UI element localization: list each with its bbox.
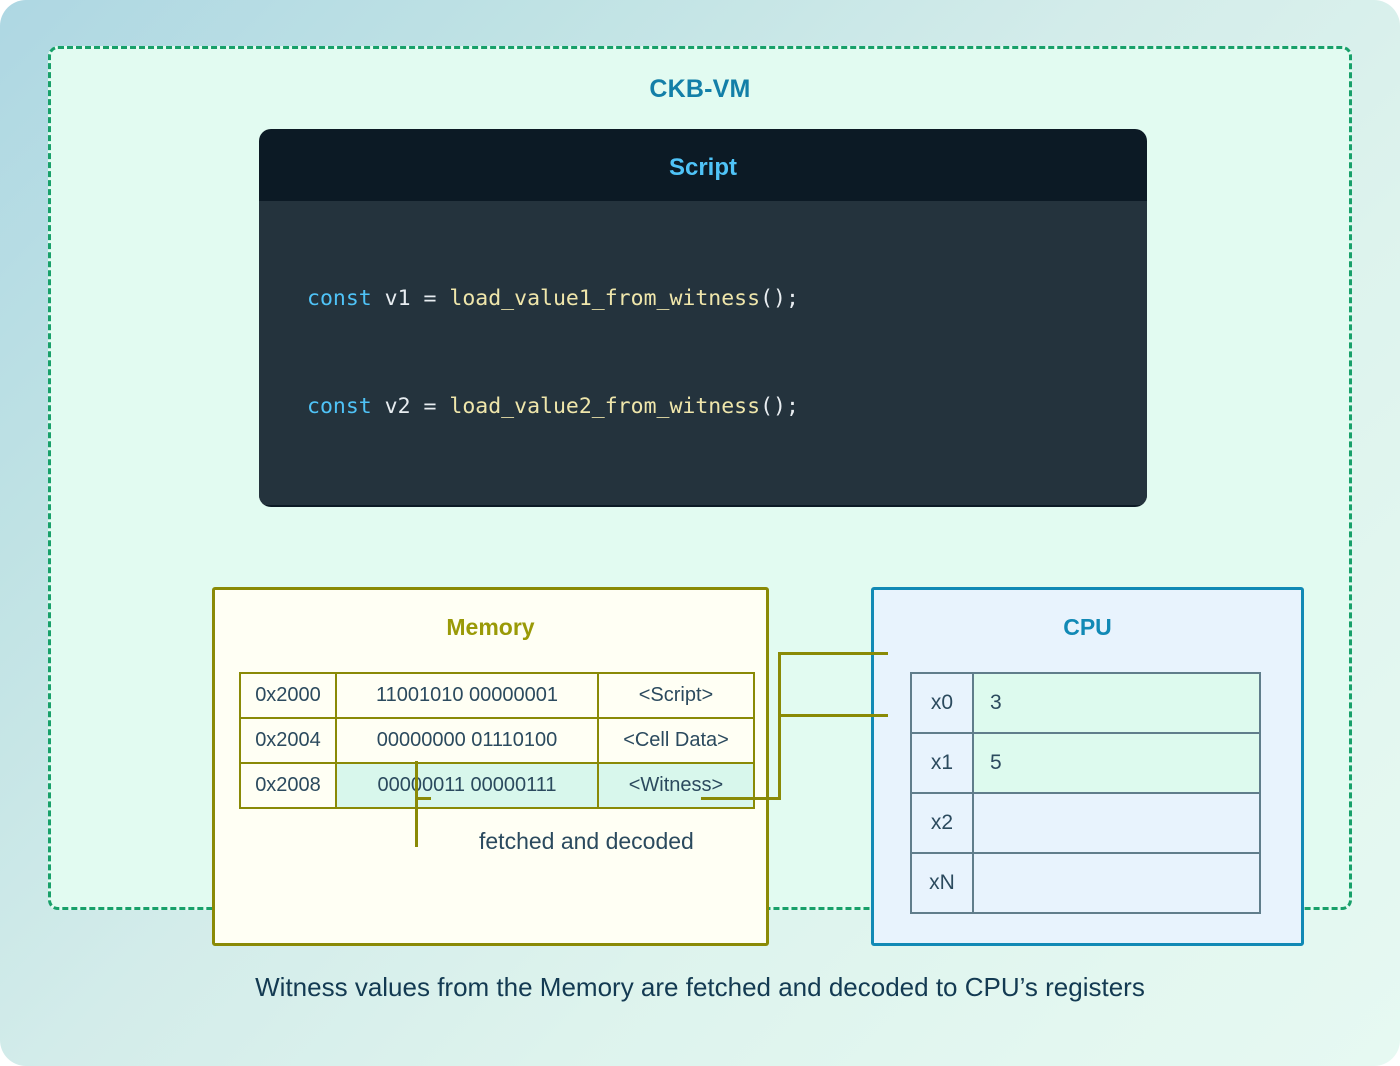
keyword-const-1: const <box>307 286 385 311</box>
memory-panel: Memory 0x2000 11001010 00000001 <Script>… <box>212 587 769 946</box>
keyword-const-2: const <box>307 394 385 419</box>
script-panel: Script const v1 = load_value1_from_witne… <box>259 129 1147 507</box>
memory-bits: 00000011 00000111 <box>335 762 599 809</box>
code-line-const-v2: const v2 = load_value2_from_witness(); <box>307 389 1147 425</box>
code-highlighted-lines: const v1 = load_value1_from_witness(); c… <box>259 201 1147 505</box>
memory-tag: <Script> <box>597 672 755 719</box>
table-row: x0 3 <box>910 672 1261 734</box>
connector-riser <box>778 652 781 800</box>
register-name: x2 <box>910 792 974 854</box>
table-row: xN <box>910 852 1261 914</box>
register-value <box>972 852 1261 914</box>
table-row: x1 5 <box>910 732 1261 794</box>
call-load-value2: load_value2_from_witness <box>449 394 761 419</box>
register-name: xN <box>910 852 974 914</box>
table-row-witness: 0x2008 00000011 00000111 <Witness> <box>239 762 755 809</box>
code-plain-lines: const result = v1 + v2; if (result === 8… <box>259 505 1147 507</box>
memory-address: 0x2000 <box>239 672 337 719</box>
memory-address: 0x2004 <box>239 717 337 764</box>
memory-table: 0x2000 11001010 00000001 <Script> 0x2004… <box>239 672 755 809</box>
cpu-panel: CPU x0 3 x1 5 x2 xN <box>871 587 1304 946</box>
connector-branch-x0 <box>778 652 888 655</box>
ckb-vm-title: CKB-VM <box>649 75 751 103</box>
code-line-const-v1: const v1 = load_value1_from_witness(); <box>307 281 1147 317</box>
table-row: 0x2004 00000000 01110100 <Cell Data> <box>239 717 755 764</box>
connector-witness-elbow <box>415 797 431 800</box>
connector-branch-x1 <box>778 714 888 717</box>
connector-label: fetched and decoded <box>479 828 694 854</box>
register-value <box>972 792 1261 854</box>
ckb-vm-container: CKB-VM Script const v1 = load_value1_fro… <box>48 46 1352 946</box>
var-v2: v2 = <box>384 394 450 419</box>
script-panel-title: Script <box>668 154 737 181</box>
memory-bits: 11001010 00000001 <box>335 672 599 719</box>
memory-tag: <Cell Data> <box>597 717 755 764</box>
memory-tag: <Witness> <box>597 762 755 809</box>
call-load-value1: load_value1_from_witness <box>449 286 761 311</box>
cpu-register-table: x0 3 x1 5 x2 xN <box>910 672 1261 914</box>
memory-panel-title: Memory <box>446 614 535 640</box>
cpu-panel-title: CPU <box>1063 614 1112 640</box>
connector-label-to-riser <box>701 797 781 800</box>
table-row: 0x2000 11001010 00000001 <Script> <box>239 672 755 719</box>
var-v1: v1 = <box>384 286 450 311</box>
register-name: x0 <box>910 672 974 734</box>
diagram-caption: Witness values from the Memory are fetch… <box>255 972 1145 1002</box>
register-value: 5 <box>972 732 1261 794</box>
register-name: x1 <box>910 732 974 794</box>
memory-address: 0x2008 <box>239 762 337 809</box>
call-tail-2: (); <box>760 394 799 419</box>
connector-witness-drop <box>415 761 418 847</box>
memory-bits: 00000000 01110100 <box>335 717 599 764</box>
table-row: x2 <box>910 792 1261 854</box>
call-tail-1: (); <box>760 286 799 311</box>
register-value: 3 <box>972 672 1261 734</box>
